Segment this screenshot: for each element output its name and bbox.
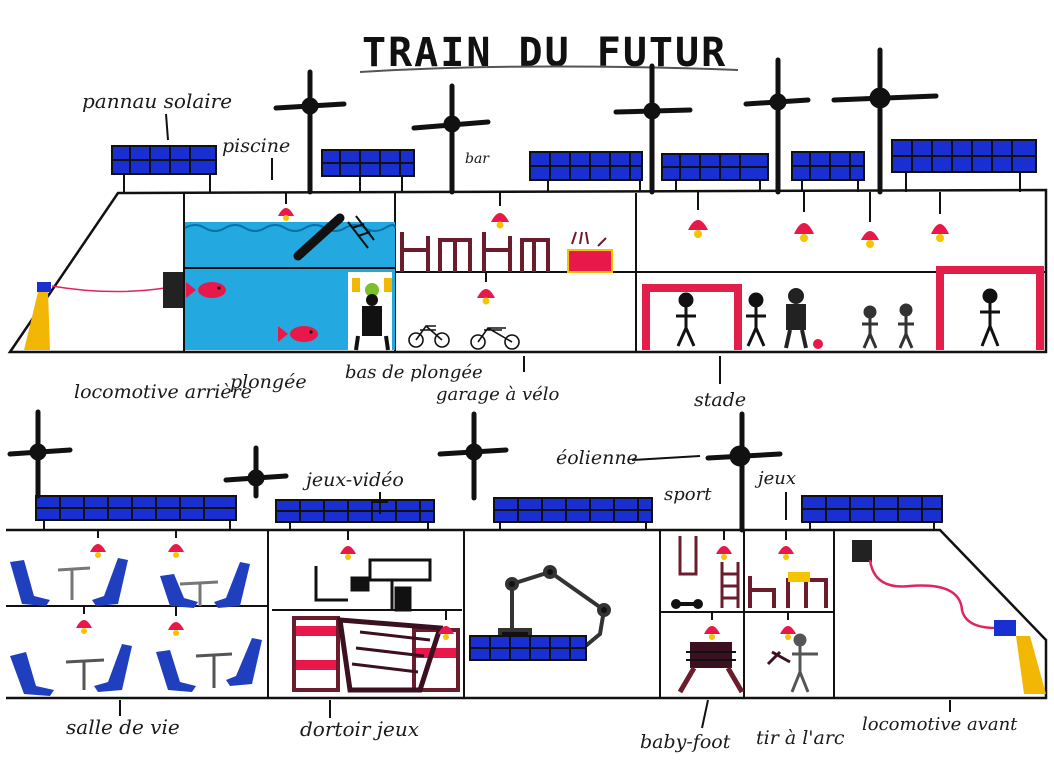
bottom-train: [6, 528, 1048, 700]
sport-equipment: [678, 536, 740, 608]
fish-icon: [278, 326, 318, 342]
video-game-setup: [314, 558, 432, 612]
lamp-icon: [76, 606, 92, 634]
lamp-icon: [340, 530, 356, 560]
bar-furniture: [400, 232, 550, 272]
wind-turbine-icon: [7, 409, 73, 499]
label-bas-de-plongee: bas de plongée: [345, 362, 483, 383]
fish-icon: [186, 282, 226, 298]
wind-turbine-icon: [743, 57, 811, 195]
label-piscine: piscine: [222, 135, 290, 157]
lamp-icon: [861, 192, 879, 248]
label-jeux: jeux: [754, 468, 796, 489]
seats-lower: [10, 638, 262, 696]
bottom-train-outline: [6, 528, 1048, 700]
lamp-icon: [778, 530, 794, 560]
lamp-icon: [168, 606, 184, 636]
player-icon: [862, 305, 878, 349]
label-garage-a-velo: garage à vélo: [436, 384, 560, 405]
seats-upper: [10, 558, 250, 608]
rear-engine-box: [163, 272, 183, 308]
diver-icon: [348, 272, 392, 351]
lamp-icon: [168, 530, 184, 558]
label-stade: stade: [694, 389, 746, 411]
label-tir-a-larc: tir à l'arc: [756, 727, 845, 749]
wind-turbine-icon: [273, 69, 347, 195]
label-bar: bar: [465, 151, 490, 167]
wind-turbine-icon: [613, 63, 693, 195]
front-headlight: [994, 620, 1016, 636]
player-icon: [676, 292, 696, 347]
label-salle-de-vie: salle de vie: [66, 715, 180, 739]
stadium-goal-right: [936, 266, 1044, 350]
bicycle-icon: [408, 324, 450, 348]
label-locomotive-arriere: locomotive arrière: [74, 381, 252, 403]
ceiling-lamps-top: [278, 192, 949, 305]
tandem-bicycle-icon: [470, 326, 520, 350]
solar-panels-top: [111, 139, 1037, 192]
lamp-icon: [438, 610, 454, 640]
lamp-icon: [780, 612, 796, 640]
lamp-icon: [278, 192, 294, 221]
wind-turbine-icon: [223, 445, 289, 499]
player-icon: [784, 288, 823, 349]
front-cable: [868, 559, 997, 630]
bunk-bed: [292, 616, 460, 693]
label-panneau-solaire: pannau solaire: [82, 89, 232, 113]
lamp-icon: [477, 272, 495, 305]
lamp-icon: [704, 612, 720, 640]
lamp-icon: [688, 192, 708, 238]
player-icon: [980, 288, 1000, 347]
diving-board-icon: [293, 213, 375, 261]
player-icon: [898, 303, 914, 349]
stadium-goal-left: [642, 284, 742, 350]
front-engine-box: [852, 540, 872, 562]
rear-cable: [51, 285, 166, 293]
wind-turbine-icon: [831, 47, 939, 195]
label-sport: sport: [664, 484, 712, 505]
wind-turbine-icon: [705, 411, 783, 533]
lamp-icon: [716, 530, 732, 560]
wind-turbine-icon: [437, 411, 509, 501]
player-icon: [746, 292, 766, 347]
wind-turbine-icon: [411, 83, 491, 195]
solar-panels-bottom: [35, 495, 943, 530]
label-dortoir-jeux: dortoir jeux: [300, 717, 419, 741]
top-train-outline: [7, 188, 1048, 354]
label-locomotive-avant: locomotive avant: [862, 714, 1018, 735]
label-baby-foot: baby-foot: [640, 731, 731, 753]
lamp-icon: [90, 530, 106, 558]
lamp-icon: [491, 192, 509, 229]
baby-foot-table: [677, 642, 745, 694]
rear-headlight-beam: [24, 292, 50, 350]
ceiling-lamps-bottom: [76, 530, 796, 640]
label-plongee: plongée: [230, 371, 307, 393]
game-table: [748, 572, 828, 608]
top-train: [7, 188, 1048, 354]
front-headlight-beam: [1016, 636, 1046, 694]
lamp-icon: [794, 192, 814, 242]
rear-headlight: [37, 282, 51, 292]
label-eolienne: éolienne: [556, 447, 638, 469]
bar-counter: [567, 249, 613, 273]
label-jeux-video: jeux-vidéo: [302, 469, 404, 491]
archery-figure: [766, 633, 818, 693]
title-underline: [359, 65, 739, 73]
lamp-icon: [931, 192, 949, 242]
